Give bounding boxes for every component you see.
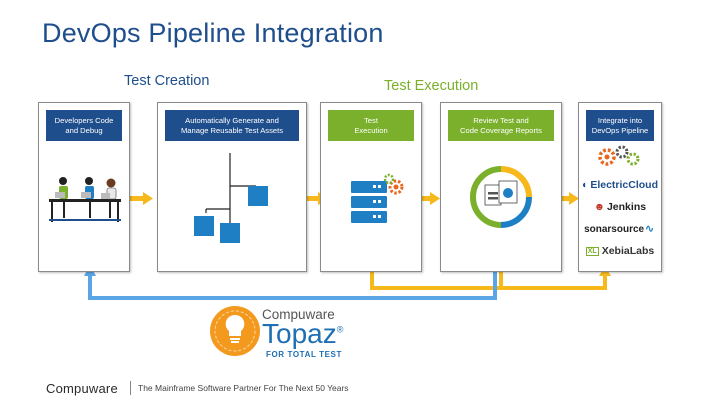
page-title: DevOps Pipeline Integration <box>42 18 384 48</box>
blue-feedback-loop <box>88 262 497 300</box>
section-label-test-execution: Test Execution <box>384 78 479 94</box>
card-header-review-reports: Review Test and Code Coverage Reports <box>448 110 554 141</box>
yellow-loop-to-integration <box>370 262 607 290</box>
server-icon <box>351 173 404 223</box>
card-header-test-execution: Test Execution <box>328 110 414 141</box>
footer-brand-logo: Compuware <box>46 381 118 396</box>
card-developers: Developers Code and Debug <box>38 102 130 272</box>
coverage-report-icon <box>470 166 532 228</box>
card-review-reports: Review Test and Code Coverage Reports <box>440 102 562 272</box>
card-header-devops-integration: Integrate into DevOps Pipeline <box>586 110 654 141</box>
card-devops-integration: Integrate into DevOps Pipeline ◐Electric… <box>578 102 662 272</box>
card-header-developers: Developers Code and Debug <box>46 110 122 141</box>
footer-tagline: The Mainframe Software Partner For The N… <box>138 383 349 393</box>
gears-icon <box>598 145 640 166</box>
gear-icon <box>383 173 404 195</box>
arrow-3-to-4 <box>420 192 440 205</box>
section-label-test-creation: Test Creation <box>124 73 210 89</box>
topaz-product-name: Topaz® <box>262 318 344 349</box>
test-assets-tree-icon <box>194 153 268 243</box>
card-generate-assets: Automatically Generate and Manage Reusab… <box>157 102 307 272</box>
footer-divider <box>130 381 131 395</box>
card-test-execution: Test Execution <box>320 102 422 272</box>
topaz-tagline: FOR TOTAL TEST <box>266 350 342 359</box>
jenkins-logo: ☻Jenkins <box>593 201 647 213</box>
arrow-4-to-5 <box>561 192 579 205</box>
developers-icon <box>49 177 121 222</box>
arrow-1-to-2 <box>129 192 153 205</box>
card-header-generate-assets: Automatically Generate and Manage Reusab… <box>165 110 299 141</box>
electriccloud-logo: ◐ElectricCloud <box>581 179 659 191</box>
sonarsource-logo: sonarsource∿ <box>584 223 654 235</box>
topaz-company-name: Compuware <box>262 307 335 322</box>
